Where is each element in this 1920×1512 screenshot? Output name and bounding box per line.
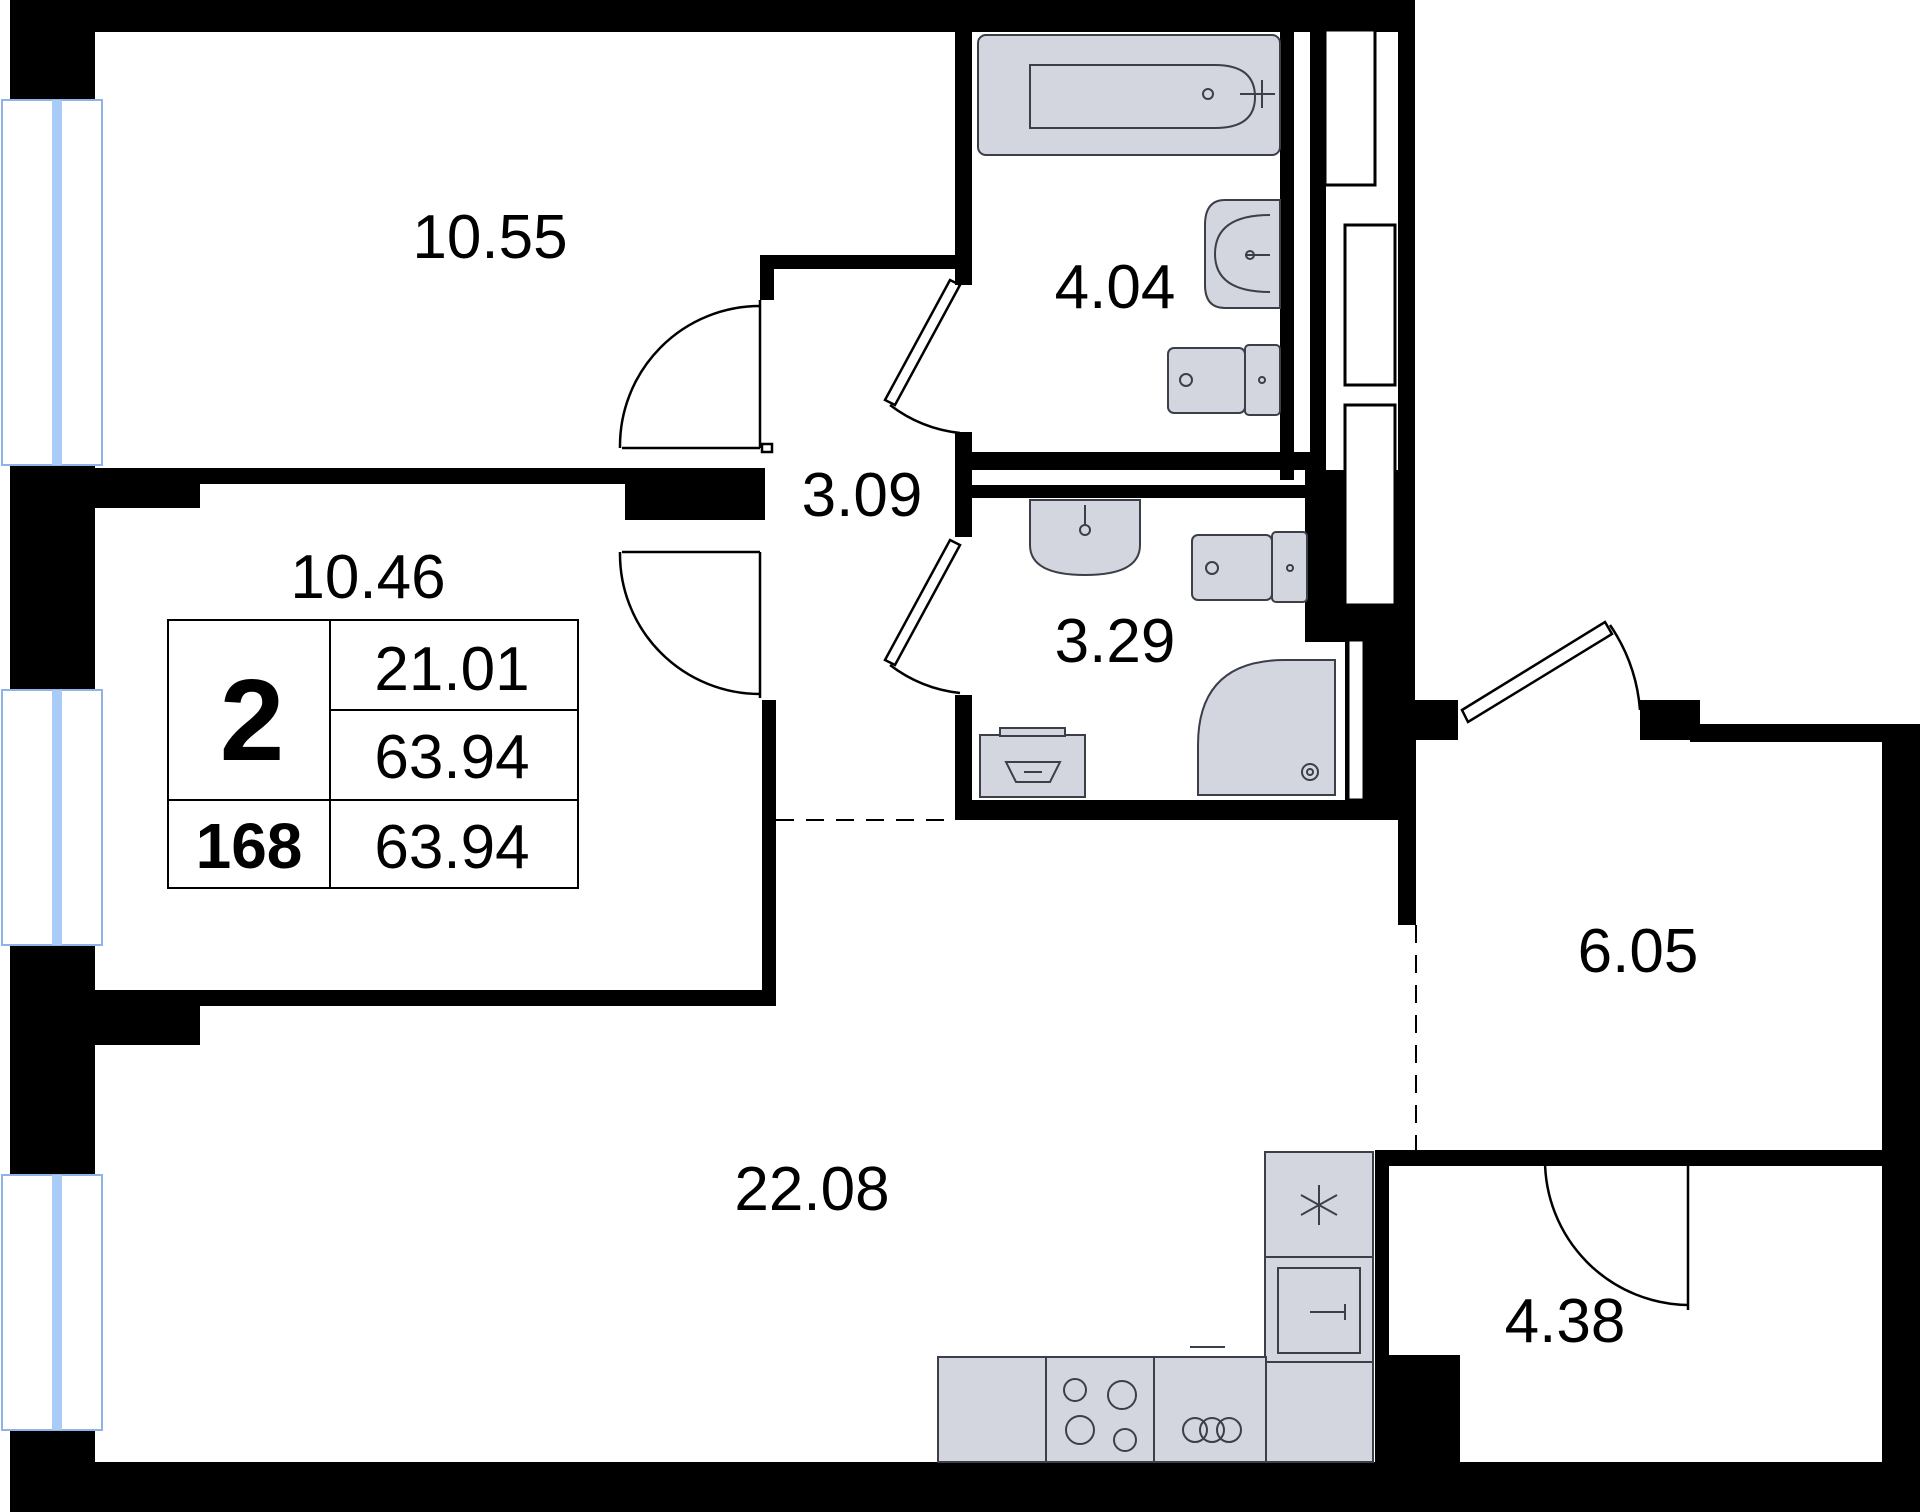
window-icon xyxy=(1,689,103,946)
bathtub-icon xyxy=(977,34,1281,156)
ventilation-shafts xyxy=(1323,28,1397,802)
door-icon xyxy=(883,278,962,435)
total-area: 63.94 xyxy=(374,723,529,792)
washing-machine-icon xyxy=(979,727,1086,798)
dishwasher-icon xyxy=(1153,1346,1267,1463)
door-icon xyxy=(618,550,762,698)
room-area-bedroom-top: 10.55 xyxy=(412,203,567,272)
room-area-bedroom-middle: 10.46 xyxy=(290,543,445,612)
apartment-number: 168 xyxy=(196,810,303,882)
door-icon xyxy=(618,300,774,454)
living-area: 21.01 xyxy=(374,635,529,704)
sink-icon xyxy=(1029,499,1141,577)
window-icon xyxy=(1,99,103,466)
room-area-living-kitchen: 22.08 xyxy=(734,1155,889,1224)
exterior-walls xyxy=(10,0,1920,1512)
toilet-icon xyxy=(1191,531,1308,603)
stove-icon xyxy=(1045,1356,1155,1463)
sink-icon xyxy=(1204,199,1281,309)
door-icon xyxy=(1543,1159,1690,1310)
room-area-bathroom: 4.04 xyxy=(1055,253,1176,322)
fridge-icon xyxy=(1264,1151,1374,1258)
apartment-info-box: 2 21.01 63.94 168 63.94 xyxy=(167,619,579,889)
window-icon xyxy=(1,1174,103,1431)
kitchen-cabinet xyxy=(1265,1361,1374,1463)
toilet-icon xyxy=(1167,344,1281,416)
room-area-hallway: 3.09 xyxy=(802,461,923,530)
room-area-storage: 4.38 xyxy=(1505,1287,1626,1356)
shower-icon xyxy=(1197,659,1336,796)
room-area-washroom: 3.29 xyxy=(1055,607,1176,676)
oven-icon xyxy=(1264,1256,1374,1363)
total-area-2: 63.94 xyxy=(374,813,529,882)
door-icon xyxy=(1460,620,1642,724)
room-area-entrance-hall: 6.05 xyxy=(1578,917,1699,986)
kitchen-sink-icon xyxy=(937,1356,1047,1463)
door-icon xyxy=(883,538,962,695)
room-count: 2 xyxy=(220,655,285,785)
